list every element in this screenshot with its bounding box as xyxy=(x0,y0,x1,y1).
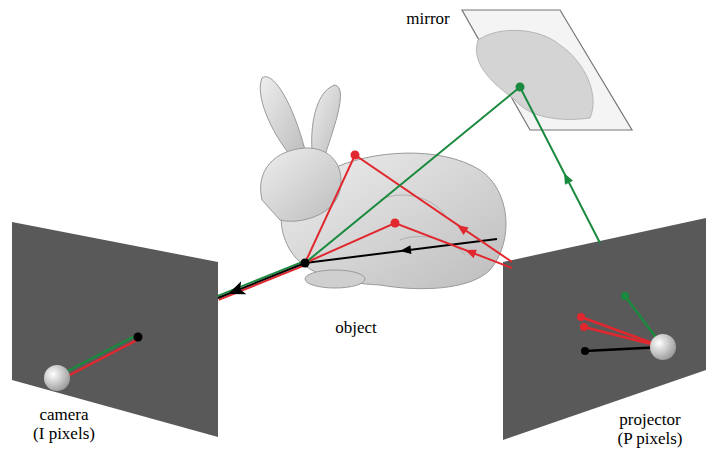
camera-plane xyxy=(12,222,218,437)
figure-label: mirror xyxy=(406,9,449,28)
surface-point xyxy=(301,259,310,268)
arrowhead xyxy=(399,245,411,255)
pixel-dot xyxy=(577,313,585,321)
projector-plane xyxy=(503,218,706,440)
bunny-ear xyxy=(260,77,305,155)
figure-label: (P pixels) xyxy=(617,429,682,448)
arrowhead xyxy=(560,171,573,185)
camera-center xyxy=(44,365,70,391)
bounce-dot xyxy=(516,83,525,92)
mirror-reflection xyxy=(476,30,593,119)
camera-ray xyxy=(219,265,306,300)
mirror-plane xyxy=(462,10,632,130)
arrowhead xyxy=(454,221,468,235)
pixel-ray xyxy=(58,335,137,376)
pixel-dot xyxy=(581,347,589,355)
arrowhead xyxy=(463,246,476,258)
figure-label: (I pixels) xyxy=(33,424,95,443)
indirect-ray xyxy=(305,223,512,268)
bunny-object xyxy=(260,77,506,289)
bunny-foot xyxy=(305,270,365,288)
pixel-dot xyxy=(621,292,629,300)
camera-ray xyxy=(217,261,304,296)
pixel-dot xyxy=(134,333,143,342)
bunny-ear xyxy=(312,85,341,155)
projector-center xyxy=(650,334,676,360)
bounce-dot xyxy=(351,151,360,160)
pixel-dot xyxy=(580,323,588,331)
bounce-dot xyxy=(391,219,400,228)
pixel-ray xyxy=(60,339,139,380)
figure-label: camera xyxy=(39,405,88,424)
indirect-ray xyxy=(305,155,512,263)
figure-label: projector xyxy=(619,410,680,429)
figure-label: object xyxy=(335,318,377,337)
mirror-ray xyxy=(305,87,600,263)
arrowhead xyxy=(225,281,246,300)
